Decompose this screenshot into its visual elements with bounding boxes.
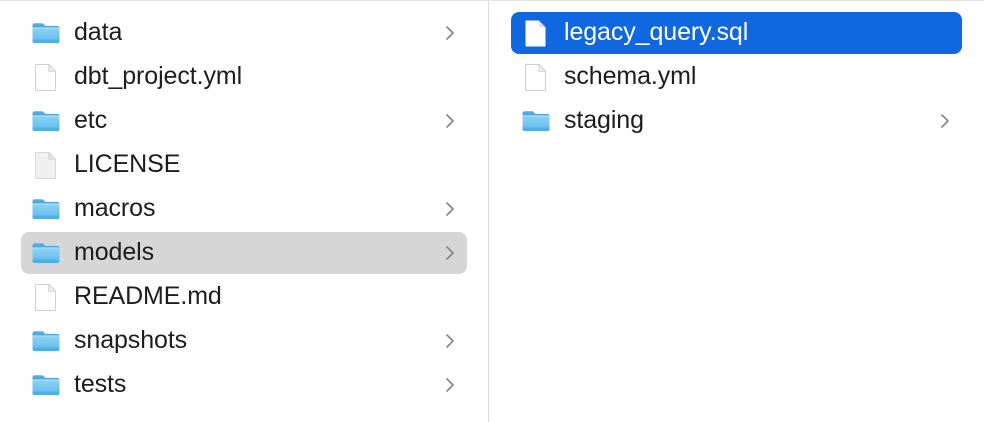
- document-icon: [520, 17, 552, 49]
- folder-icon: [30, 17, 62, 49]
- file-row[interactable]: LICENSE: [21, 144, 467, 186]
- file-row[interactable]: models: [21, 232, 467, 274]
- file-name-label: staging: [564, 107, 644, 134]
- file-name-label: models: [74, 239, 154, 266]
- file-row[interactable]: staging: [511, 100, 962, 142]
- folder-icon: [520, 105, 552, 137]
- folder-icon: [30, 105, 62, 137]
- file-row[interactable]: data: [21, 12, 467, 54]
- file-name-label: legacy_query.sql: [564, 19, 749, 46]
- document-icon: [30, 281, 62, 313]
- file-row[interactable]: etc: [21, 100, 467, 142]
- file-row[interactable]: tests: [21, 364, 467, 406]
- folder-icon: [30, 369, 62, 401]
- file-name-label: macros: [74, 195, 156, 222]
- file-name-label: schema.yml: [564, 63, 697, 90]
- folder-icon: [30, 237, 62, 269]
- chevron-right-icon[interactable]: [443, 375, 457, 395]
- file-row[interactable]: legacy_query.sql: [511, 12, 962, 54]
- folder-icon: [30, 193, 62, 225]
- chevron-right-icon[interactable]: [443, 111, 457, 131]
- file-name-label: data: [74, 19, 123, 46]
- file-row[interactable]: macros: [21, 188, 467, 230]
- file-row[interactable]: dbt_project.yml: [21, 56, 467, 98]
- document-icon: [30, 61, 62, 93]
- folder-icon: [30, 325, 62, 357]
- file-name-label: tests: [74, 371, 127, 398]
- file-name-label: dbt_project.yml: [74, 63, 243, 90]
- chevron-right-icon[interactable]: [443, 331, 457, 351]
- file-column-child: legacy_query.sql schema.yml staging: [489, 1, 984, 422]
- document-icon: [30, 149, 62, 181]
- file-row[interactable]: snapshots: [21, 320, 467, 362]
- chevron-right-icon[interactable]: [443, 243, 457, 263]
- file-row[interactable]: schema.yml: [511, 56, 962, 98]
- chevron-right-icon[interactable]: [443, 23, 457, 43]
- file-name-label: snapshots: [74, 327, 188, 354]
- chevron-right-icon[interactable]: [443, 199, 457, 219]
- file-name-label: etc: [74, 107, 108, 134]
- file-row[interactable]: README.md: [21, 276, 467, 318]
- chevron-right-icon[interactable]: [938, 111, 952, 131]
- file-name-label: README.md: [74, 283, 222, 310]
- file-name-label: LICENSE: [74, 151, 181, 178]
- document-icon: [520, 61, 552, 93]
